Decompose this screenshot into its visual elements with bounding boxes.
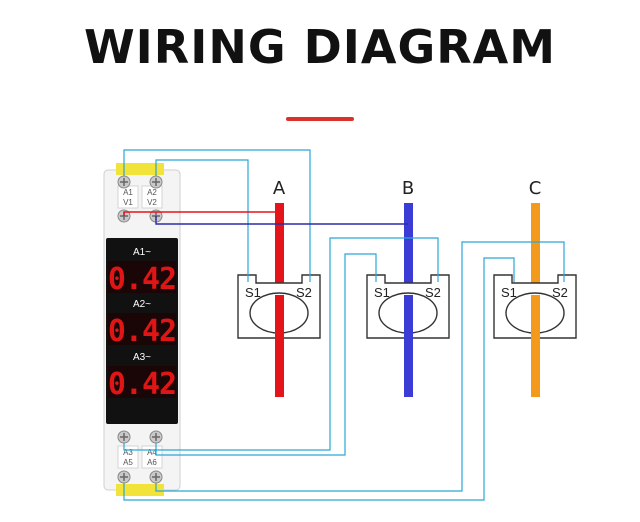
wire-v2-to-phase-b	[155, 216, 408, 225]
screw-terminal-icon	[149, 175, 163, 189]
phase-a-label: A	[273, 178, 286, 199]
ct-c-s1-label: S1	[501, 285, 517, 300]
wire-a1-to-ct-a-s2	[123, 149, 311, 282]
page-title: WIRING DIAGRAM	[83, 20, 557, 74]
terminal-label-a1: A1	[123, 188, 133, 197]
wire-a2-to-ct-a-s1	[155, 159, 249, 282]
screw-terminal-icon	[117, 430, 131, 444]
screw-terminal-icon	[149, 470, 163, 484]
terminal-label-a4: A4	[147, 448, 157, 457]
ct-a-s2-label: S2	[296, 285, 312, 300]
terminal-label-v2: V2	[147, 198, 157, 207]
terminal-label-a3: A3	[123, 448, 133, 457]
terminal-label-a5: A5	[123, 458, 133, 467]
display-reading-a3: 0.42	[108, 367, 176, 402]
wire-a4-to-ct-b-s1	[155, 253, 377, 456]
ct-c-s2-label: S2	[552, 285, 568, 300]
screw-terminal-icon	[117, 470, 131, 484]
phase-b-label: B	[402, 178, 414, 199]
phase-c-label: C	[529, 178, 542, 199]
display-label-a3: A3~	[133, 352, 151, 363]
screw-terminal-icon	[117, 175, 131, 189]
display-label-a1: A1~	[133, 247, 151, 258]
ct-b-s1-label: S1	[374, 285, 390, 300]
wire-v1-to-phase-a	[123, 211, 279, 216]
display-reading-a1: 0.42	[108, 262, 176, 297]
screw-terminal-icon	[149, 430, 163, 444]
terminal-label-a2: A2	[147, 188, 157, 197]
din-clip-bottom	[116, 484, 164, 496]
wire-a5-to-ct-c-s1	[123, 257, 515, 501]
terminal-label-a6: A6	[147, 458, 157, 467]
wire-a6-to-ct-c-s2	[155, 241, 565, 492]
ct-a-s1-label: S1	[245, 285, 261, 300]
din-clip-top	[116, 163, 164, 175]
wire-a3-to-ct-b-s2	[123, 237, 439, 451]
title-underline	[286, 117, 354, 121]
ct-wiring	[123, 149, 565, 501]
display-reading-a2: 0.42	[108, 314, 176, 349]
ct-b-s2-label: S2	[425, 285, 441, 300]
display-label-a2: A2~	[133, 299, 151, 310]
terminal-label-v1: V1	[123, 198, 133, 207]
voltmeter-ammeter-module: A1 A2 V1 V2 A1~ 0.42 A2~	[103, 163, 181, 496]
